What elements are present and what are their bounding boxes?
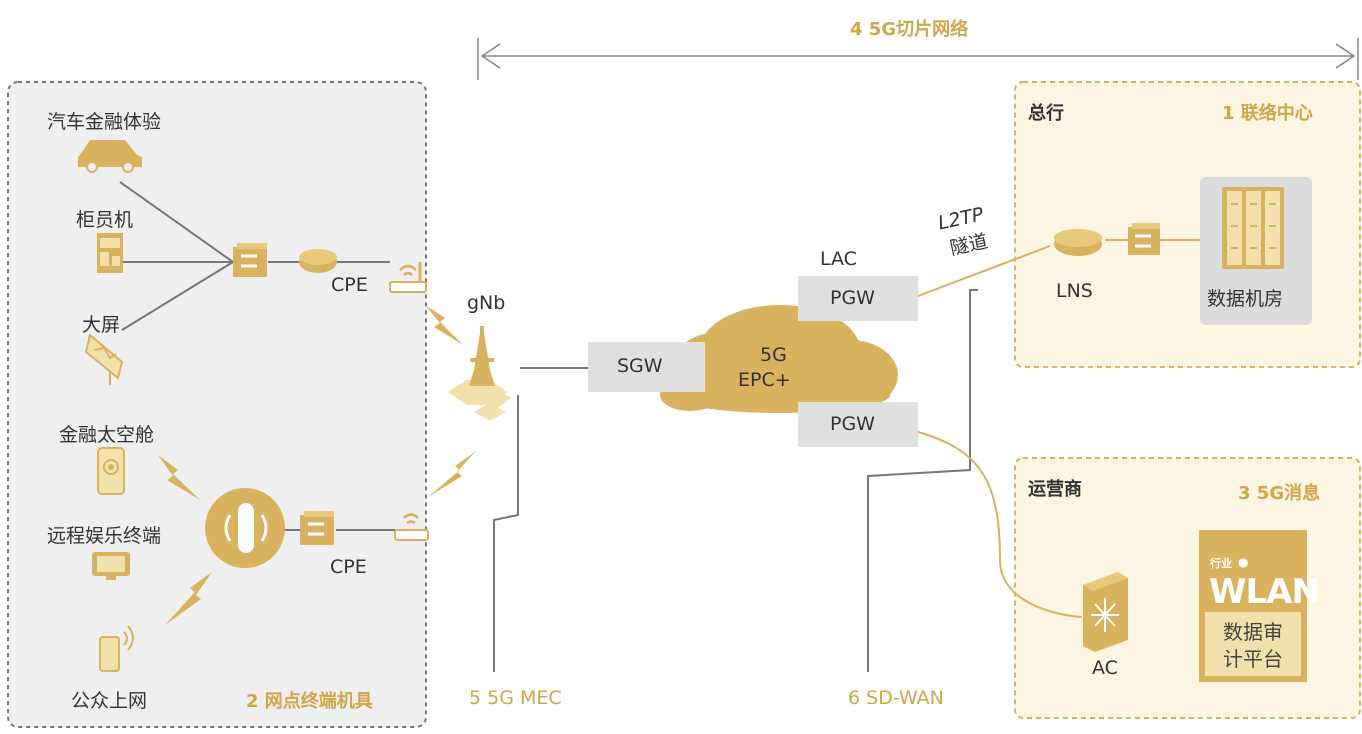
epc-label-line2: EPC+ [738, 369, 791, 391]
hq-panel-label: 1 联络中心 [1222, 103, 1313, 124]
car-icon [78, 140, 142, 173]
big-screen-icon [84, 333, 124, 385]
gnb-tower-icon [448, 326, 512, 421]
wifi-cpe-icon-bottom [394, 513, 429, 541]
wireless-bolts [158, 305, 476, 625]
terminal-panel-label: 2 网点终端机具 [246, 691, 373, 712]
ac-label: AC [1092, 657, 1118, 679]
mec-label: 5 5G MEC [469, 687, 562, 709]
router-icon-lns [1054, 229, 1102, 256]
monitor-icon [92, 552, 130, 580]
sgw-label: SGW [617, 355, 663, 377]
switch-icon-hq [1128, 223, 1160, 255]
device-label-capsule: 金融太空舱 [59, 424, 155, 446]
atm-icon [97, 233, 123, 273]
device-label-car: 汽车金融体验 [47, 111, 162, 133]
cpe-label-bottom: CPE [330, 556, 367, 578]
lac-label: LAC [820, 248, 857, 270]
wlan-line2: 计平台 [1223, 647, 1283, 671]
pgw-bottom-box [798, 402, 918, 447]
device-label-screen: 大屏 [82, 314, 121, 336]
pgw-top-box [798, 276, 918, 321]
hq-title: 总行 [1028, 103, 1064, 124]
cpe-label-top: CPE [331, 274, 368, 296]
gnb-label: gNb [467, 292, 506, 314]
wifi-cpe-icon-top [389, 262, 427, 293]
device-label-teller: 柜员机 [76, 209, 134, 231]
sdwan-label: 6 SD-WAN [848, 687, 944, 709]
router-icon-top [299, 249, 337, 273]
wlan-tag: 行业 [1210, 557, 1232, 570]
terminal-panel [7, 81, 427, 728]
slice-network-label: 4 5G切片网络 [850, 19, 969, 40]
wifi-icon: ● [1238, 555, 1249, 569]
wlan-title: WLAN [1209, 572, 1320, 612]
capsule-icon [97, 447, 125, 495]
slice-span-arrow [477, 38, 1359, 80]
lns-label: LNS [1056, 280, 1093, 302]
device-label-phone: 公众上网 [71, 690, 148, 712]
core-links [493, 289, 978, 672]
wlan-line1: 数据审 [1223, 620, 1283, 644]
datacenter-label: 数据机房 [1207, 288, 1284, 310]
switch-icon-top [233, 243, 267, 277]
carrier-title: 运营商 [1028, 479, 1082, 500]
device-label-entertainment: 远程娱乐终端 [47, 525, 162, 547]
gold-links [917, 239, 1200, 618]
phone-icon [99, 625, 134, 672]
epc-label-line1: 5G [760, 344, 787, 366]
ac-icon [1083, 572, 1128, 652]
pgw-top-label: PGW [830, 287, 875, 309]
sgw-box [588, 342, 705, 392]
server-rack-icon [1222, 187, 1284, 269]
pgw-bottom-label: PGW [830, 413, 875, 435]
message-hub-icon [205, 488, 285, 568]
carrier-panel-label: 3 5G消息 [1238, 483, 1321, 504]
switch-icon-bottom [300, 511, 334, 545]
